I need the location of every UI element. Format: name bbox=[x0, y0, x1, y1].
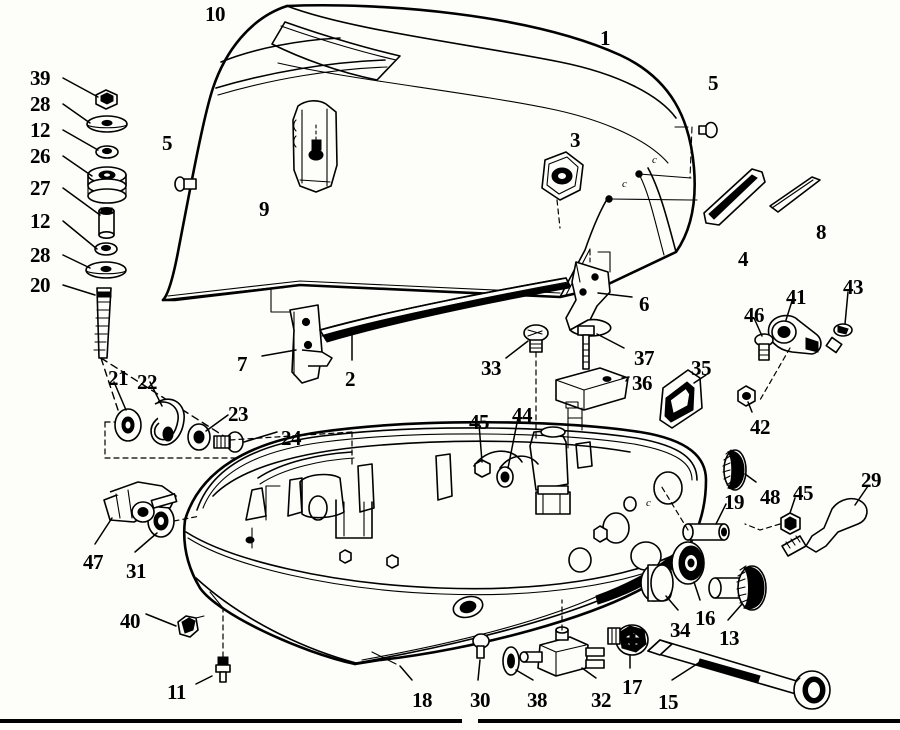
seal-strip-2 bbox=[319, 277, 571, 361]
bolt-37 bbox=[577, 325, 625, 370]
callout-11: 11 bbox=[167, 680, 186, 704]
callout-15: 15 bbox=[658, 690, 679, 714]
callout-17: 17 bbox=[622, 675, 643, 699]
callout-47: 47 bbox=[83, 550, 104, 574]
lever-link-41 bbox=[759, 297, 822, 401]
callout-8: 8 bbox=[816, 220, 827, 244]
footer-rule-right bbox=[478, 719, 900, 723]
callout-44: 44 bbox=[512, 403, 533, 427]
latch-catch-6 bbox=[565, 249, 633, 337]
callout-16: 16 bbox=[695, 606, 716, 630]
screw-17 bbox=[607, 624, 649, 669]
callout-28-upper: 28 bbox=[30, 92, 51, 116]
knob-48 bbox=[722, 449, 757, 491]
svg-text:c: c bbox=[622, 178, 627, 190]
stud-20 bbox=[93, 287, 112, 359]
washer-38 bbox=[502, 646, 534, 681]
nut-45-center bbox=[478, 417, 519, 469]
callout-22: 22 bbox=[137, 370, 158, 394]
retainer-group bbox=[104, 381, 278, 459]
drain-plug-11 bbox=[195, 591, 231, 685]
callout-4: 4 bbox=[738, 247, 749, 271]
callout-30: 30 bbox=[470, 688, 491, 712]
knurled-head bbox=[736, 565, 767, 611]
screw-33 bbox=[505, 324, 549, 441]
washer-16 bbox=[671, 541, 705, 601]
bracket-35 bbox=[659, 369, 707, 429]
callout-43: 43 bbox=[843, 275, 864, 299]
footer-rule-left bbox=[0, 719, 462, 723]
bushing-19 bbox=[659, 483, 730, 541]
callout-18: 18 bbox=[412, 688, 433, 712]
construction-lines bbox=[229, 431, 353, 549]
callout-12-upper: 12 bbox=[30, 118, 51, 142]
screw-46 bbox=[753, 317, 774, 361]
callout-2: 2 bbox=[345, 367, 356, 391]
fuel-connector-32 bbox=[519, 599, 605, 679]
trim-pad-4 bbox=[703, 168, 766, 226]
callout-10: 10 bbox=[205, 2, 226, 26]
callout-7: 7 bbox=[237, 352, 248, 376]
callout-5-left: 5 bbox=[162, 131, 173, 155]
callout-26: 26 bbox=[30, 144, 51, 168]
callout-5-upper: 5 bbox=[708, 71, 719, 95]
plug-5-left bbox=[174, 176, 197, 192]
cover-hole-markers: c c bbox=[605, 126, 701, 203]
callout-3: 3 bbox=[570, 128, 581, 152]
callout-40: 40 bbox=[120, 609, 141, 633]
callout-41: 41 bbox=[786, 285, 807, 309]
cowl-latch-bracket-9 bbox=[292, 100, 338, 193]
callout-24: 24 bbox=[281, 426, 302, 450]
callout-42: 42 bbox=[750, 415, 771, 439]
callout-21: 21 bbox=[108, 366, 129, 390]
callout-33: 33 bbox=[481, 356, 502, 380]
callout-34: 34 bbox=[670, 618, 691, 642]
callout-23: 23 bbox=[228, 402, 249, 426]
latch-lever-47 bbox=[94, 481, 178, 545]
callout-38: 38 bbox=[527, 688, 548, 712]
pull-rod-15 bbox=[647, 639, 831, 710]
nut-45-right bbox=[744, 497, 801, 535]
knob-13 bbox=[708, 565, 767, 621]
callout-46: 46 bbox=[744, 303, 765, 327]
callout-1: 1 bbox=[600, 26, 611, 50]
svg-text:c: c bbox=[652, 154, 657, 166]
clip-40 bbox=[145, 613, 205, 638]
callout-37: 37 bbox=[634, 346, 655, 370]
callout-13: 13 bbox=[719, 626, 740, 650]
cap-34 bbox=[640, 564, 679, 611]
callout-31: 31 bbox=[126, 559, 147, 583]
callout-19: 19 bbox=[724, 490, 745, 514]
callout-45-right: 45 bbox=[793, 481, 814, 505]
engine-cover-assembly bbox=[161, 3, 696, 302]
pin-30 bbox=[472, 633, 490, 681]
callout-28-lower: 28 bbox=[30, 243, 51, 267]
svg-text:c: c bbox=[646, 497, 651, 509]
callout-27: 27 bbox=[30, 176, 51, 200]
callout-39: 39 bbox=[30, 66, 51, 90]
callout-9: 9 bbox=[259, 197, 270, 221]
callout-29: 29 bbox=[861, 468, 882, 492]
hook-bracket-7 bbox=[261, 287, 333, 384]
plug-5-right bbox=[698, 121, 718, 139]
cowl-lock-3 bbox=[541, 151, 584, 229]
nut-42 bbox=[737, 385, 756, 413]
callout-12-lower: 12 bbox=[30, 209, 51, 233]
callout-36: 36 bbox=[632, 371, 653, 395]
callout-35: 35 bbox=[691, 356, 712, 380]
callout-48: 48 bbox=[760, 485, 781, 509]
trim-insert-8 bbox=[769, 176, 821, 213]
callout-32: 32 bbox=[591, 688, 612, 712]
mount-hardware-stack bbox=[85, 89, 128, 359]
callout-6: 6 bbox=[639, 292, 650, 316]
screw-43 bbox=[825, 291, 853, 354]
callout-45-center: 45 bbox=[469, 410, 490, 434]
callout-20: 20 bbox=[30, 273, 51, 297]
crank-handle-29 bbox=[781, 485, 869, 557]
